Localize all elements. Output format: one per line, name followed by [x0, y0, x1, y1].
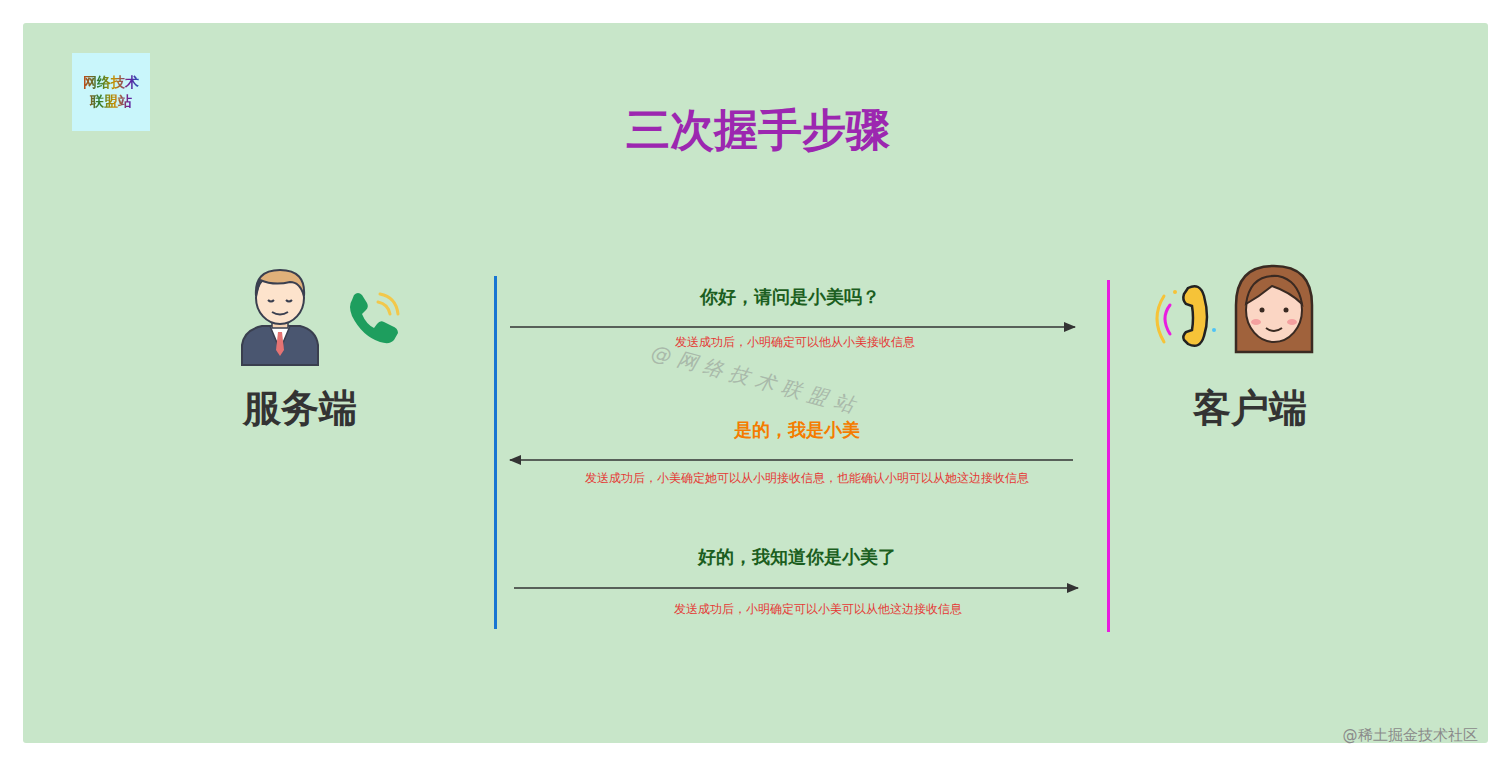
man-icon [242, 270, 318, 365]
logo-box: 网络技术 联盟站 [72, 53, 150, 131]
node-text: 服务端 [243, 383, 357, 434]
diagram-title: 三次握手步骤 [626, 101, 890, 160]
node-text: 客户端 [1193, 383, 1307, 434]
message-arrow [510, 326, 1075, 328]
message-arrow [514, 587, 1078, 589]
server-lifeline: 服务端 [230, 276, 497, 629]
note-text: 发送成功后，小明确定可以小美可以从他这边接收信息 [674, 601, 962, 618]
ringing-phone-icon [1157, 286, 1216, 346]
note-text: 发送成功后，小美确定她可以从小明接收信息，也能确认小明可以从她这边接收信息 [585, 470, 1029, 487]
phone-icon [350, 293, 398, 343]
source-watermark: @稀土掘金技术社区 [1343, 726, 1478, 745]
message-label: 好的，我知道你是小美了 [698, 545, 896, 569]
client-lifeline: 客户端 [1107, 280, 1337, 632]
note-text: 发送成功后，小明确定可以他从小美接收信息 [675, 334, 915, 351]
message-label: 你好，请问是小美吗？ [700, 285, 880, 309]
message-arrow [510, 459, 1073, 461]
message-label: 是的，我是小美 [734, 418, 860, 442]
woman-icon [1236, 266, 1312, 352]
node-text: 网络技术 联盟站 [81, 73, 141, 111]
